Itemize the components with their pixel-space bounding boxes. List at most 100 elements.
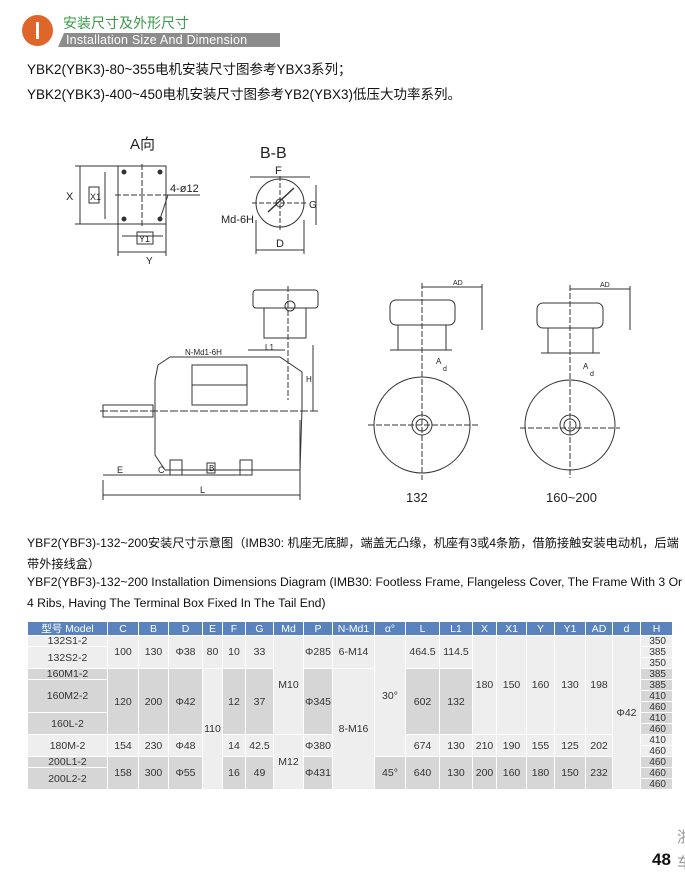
table-cell: 130 — [139, 636, 169, 669]
side-text-top: 浙 — [677, 829, 685, 846]
caption-160: 160~200 — [546, 490, 597, 505]
side-view-drawing: N-Md1-6H L1 H E C B L — [100, 286, 320, 500]
section-title-bar — [58, 33, 280, 47]
page-number: 48 — [652, 850, 671, 869]
table-cell: 130 — [440, 757, 473, 790]
table-cell: 464.5 — [406, 636, 440, 669]
label-y1: Y1 — [139, 234, 150, 244]
column-header: Md — [274, 622, 304, 636]
a-view-title: A向 — [130, 136, 155, 153]
label-c: C — [158, 465, 165, 475]
description-cn-2: 带外接线盒） — [27, 557, 101, 571]
table-cell: 49 — [246, 757, 274, 790]
table-cell: 602 — [406, 669, 440, 735]
column-header: AD — [586, 622, 613, 636]
column-header: X — [473, 622, 497, 636]
model-cell: 180M-2 — [28, 735, 108, 757]
table-cell: 16 — [223, 757, 246, 790]
end-view-132-drawing: AD A d 132 — [368, 280, 483, 505]
column-header: X1 — [497, 622, 527, 636]
label-e: E — [117, 465, 123, 475]
table-cell: 160 — [497, 757, 527, 790]
table-cell: Φ431 — [304, 757, 333, 790]
intro-line-2: YBK2(YBK3)-400~450电机安装尺寸图参考YB2(YBX3)低压大功… — [27, 87, 461, 102]
a-view-drawing: A向 X X1 Y1 Y 4-ø12 — [66, 136, 200, 267]
table-cell: 460 — [641, 779, 673, 790]
table-cell: 410 — [641, 713, 673, 724]
dimension-drawings: A向 X X1 Y1 Y 4-ø12 B-B — [66, 136, 631, 505]
model-cell: 132S2-2 — [28, 647, 108, 669]
side-text-bottom: 车 — [677, 855, 685, 872]
caption-132: 132 — [406, 490, 428, 505]
table-cell: Φ38 — [169, 636, 203, 669]
table-cell: 130 — [440, 735, 473, 757]
model-cell: 200L1-2 — [28, 756, 108, 768]
table-cell: 460 — [641, 746, 673, 757]
column-header: α° — [375, 622, 406, 636]
table-cell: 33 — [246, 636, 274, 669]
table-cell: Φ285 — [304, 636, 333, 669]
table-cell: Φ55 — [169, 757, 203, 790]
end-view-160-drawing: AD A d 160~200 — [520, 282, 631, 505]
table-cell: 410 — [641, 691, 673, 702]
label-x1: X1 — [90, 192, 101, 202]
table-cell: 42.5 — [246, 735, 274, 757]
description-cn-1: YBF2(YBF3)-132~200安装尺寸示意图（IMB30: 机座无底脚，端… — [27, 536, 679, 550]
label-g: G — [309, 200, 317, 211]
table-cell: Φ380 — [304, 735, 333, 757]
table-cell: 232 — [586, 757, 613, 790]
table-cell: M12 — [274, 735, 304, 790]
table-cell: 460 — [641, 768, 673, 779]
model-cell: 132S1-2 — [28, 635, 108, 647]
column-header: d — [613, 622, 641, 636]
table-cell: 385 — [641, 680, 673, 691]
column-header: Y — [527, 622, 555, 636]
label-d-132: d — [443, 366, 447, 373]
model-cell: 160L-2 — [28, 713, 108, 735]
label-n-md1: N-Md1-6H — [185, 348, 222, 357]
table-cell: 202 — [586, 735, 613, 757]
model-cell: 160M1-2 — [28, 668, 108, 680]
label-md: Md-6H — [221, 214, 254, 226]
table-cell: 350 — [641, 636, 673, 647]
table-cell: 150 — [497, 636, 527, 735]
model-cell: 160M2-2 — [28, 680, 108, 713]
column-header: G — [246, 622, 274, 636]
column-header: C — [108, 622, 139, 636]
table-cell: Φ48 — [169, 735, 203, 757]
section-title-en: Installation Size And Dimension — [66, 33, 248, 47]
column-header: P — [304, 622, 333, 636]
label-l: L — [200, 485, 205, 495]
column-header: H — [641, 622, 673, 636]
table-cell: 155 — [527, 735, 555, 757]
table-cell: 210 — [473, 735, 497, 757]
table-cell: 120 — [108, 669, 139, 735]
table-cell: 460 — [641, 724, 673, 735]
table-cell: 132 — [440, 669, 473, 735]
label-b: B — [209, 464, 214, 473]
label-holes: 4-ø12 — [170, 183, 199, 195]
label-f: F — [275, 165, 282, 177]
table-cell: Φ42 — [169, 669, 203, 735]
table-cell: 460 — [641, 757, 673, 768]
label-x: X — [66, 191, 74, 203]
table-cell: 150 — [555, 757, 586, 790]
label-a-132: A — [436, 357, 442, 366]
table-cell: Φ42 — [613, 636, 641, 790]
table-cell: 200 — [139, 669, 169, 735]
description-en-2: 4 Ribs, Having The Terminal Box Fixed In… — [27, 596, 326, 610]
table-cell: 674 — [406, 735, 440, 757]
table-cell: 8-M16 — [333, 669, 375, 790]
table-cell: 14 — [223, 735, 246, 757]
column-header: N-Md1 — [333, 622, 375, 636]
table-cell: M10 — [274, 636, 304, 735]
table-cell: 200 — [473, 757, 497, 790]
intro-line-1: YBK2(YBK3)-80~355电机安装尺寸图参考YBX3系列； — [27, 62, 352, 77]
label-l1: L1 — [265, 343, 274, 352]
table-cell: 300 — [139, 757, 169, 790]
label-ad-160: AD — [600, 282, 610, 289]
model-cell: 200L2-2 — [28, 768, 108, 790]
table-cell: 460 — [641, 702, 673, 713]
table-cell: 180 — [527, 757, 555, 790]
